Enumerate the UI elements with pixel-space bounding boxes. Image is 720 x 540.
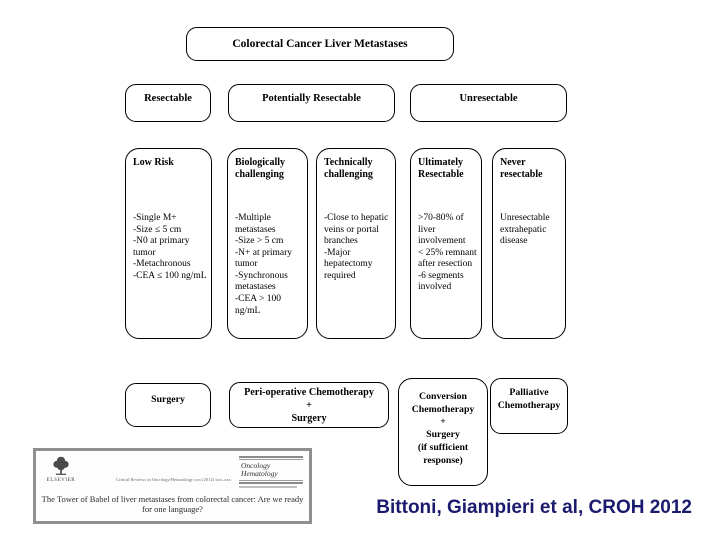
risk-box-biologically-challenging: Biologically challenging -Multiple metas…: [227, 148, 308, 339]
risk-box-technically-challenging: Technically challenging -Close to hepati…: [316, 148, 396, 339]
risk-box-ultimately-resectable: Ultimately Resectable >70-80% of liver i…: [410, 148, 482, 339]
risk-criteria: -Single M+ -Size ≤ 5 cm -N0 at primary t…: [133, 213, 207, 281]
category-label: Potentially Resectable: [262, 93, 361, 104]
masthead-rule: [239, 479, 303, 481]
risk-box-never-resectable: Never resectable Unresectable extrahepat…: [492, 148, 566, 339]
risk-header: Biologically challenging: [235, 157, 285, 180]
elsevier-logo: ELSEVIER: [44, 455, 78, 483]
treatment-label: Palliative Chemotherapy: [497, 387, 561, 411]
risk-header: Ultimately Resectable: [418, 157, 464, 180]
treatment-box-perioperative-chemo-surgery: Peri-operative Chemotherapy + Surgery: [229, 382, 389, 428]
risk-header: Technically challenging: [324, 157, 373, 180]
flowchart-root-label: Colorectal Cancer Liver Metastases: [232, 38, 408, 50]
category-box-unresectable: Unresectable: [410, 84, 567, 122]
journal-masthead: Oncology Hematology: [239, 455, 303, 488]
flowchart-root-box: Colorectal Cancer Liver Metastases: [186, 27, 454, 61]
elsevier-tree-icon: [53, 456, 69, 475]
article-header-strip: ELSEVIER Critical Reviews in Oncology/He…: [36, 451, 309, 495]
treatment-box-conversion-chemo-surgery: Conversion Chemotherapy + Surgery (if su…: [398, 378, 488, 486]
risk-header: Low Risk: [133, 157, 174, 168]
risk-criteria: Unresectable extrahepatic disease: [500, 213, 550, 247]
risk-criteria: -Close to hepatic veins or portal branch…: [324, 213, 389, 281]
journal-header-line: Critical Reviews in Oncology/Hematology …: [116, 477, 231, 482]
elsevier-logo-text: ELSEVIER: [46, 478, 76, 483]
category-label: Resectable: [144, 93, 192, 104]
treatment-box-palliative-chemo: Palliative Chemotherapy: [490, 378, 568, 434]
journal-url-bar: [239, 485, 297, 488]
masthead-rule: [239, 456, 303, 458]
masthead-rule: [239, 481, 303, 484]
article-thumbnail: ELSEVIER Critical Reviews in Oncology/He…: [33, 448, 312, 524]
treatment-label: Conversion Chemotherapy + Surgery (if su…: [411, 391, 475, 466]
treatment-label: Surgery: [151, 394, 185, 405]
journal-name: Oncology Hematology: [241, 461, 278, 478]
masthead-rule: [239, 459, 303, 460]
treatment-label: Peri-operative Chemotherapy + Surgery: [244, 387, 374, 424]
risk-box-low-risk: Low Risk -Single M+ -Size ≤ 5 cm -N0 at …: [125, 148, 212, 339]
risk-criteria: >70-80% of liver involvement < 25% remna…: [418, 213, 477, 293]
risk-header: Never resectable: [500, 157, 543, 180]
category-box-potentially-resectable: Potentially Resectable: [228, 84, 395, 122]
treatment-box-surgery: Surgery: [125, 383, 211, 427]
category-label: Unresectable: [459, 93, 518, 104]
citation-text: Bittoni, Giampieri et al, CROH 2012: [376, 497, 692, 518]
risk-criteria: -Multiple metastases -Size > 5 cm -N+ at…: [235, 213, 293, 316]
category-box-resectable: Resectable: [125, 84, 211, 122]
article-title: The Tower of Babel of liver metastases f…: [41, 493, 304, 515]
